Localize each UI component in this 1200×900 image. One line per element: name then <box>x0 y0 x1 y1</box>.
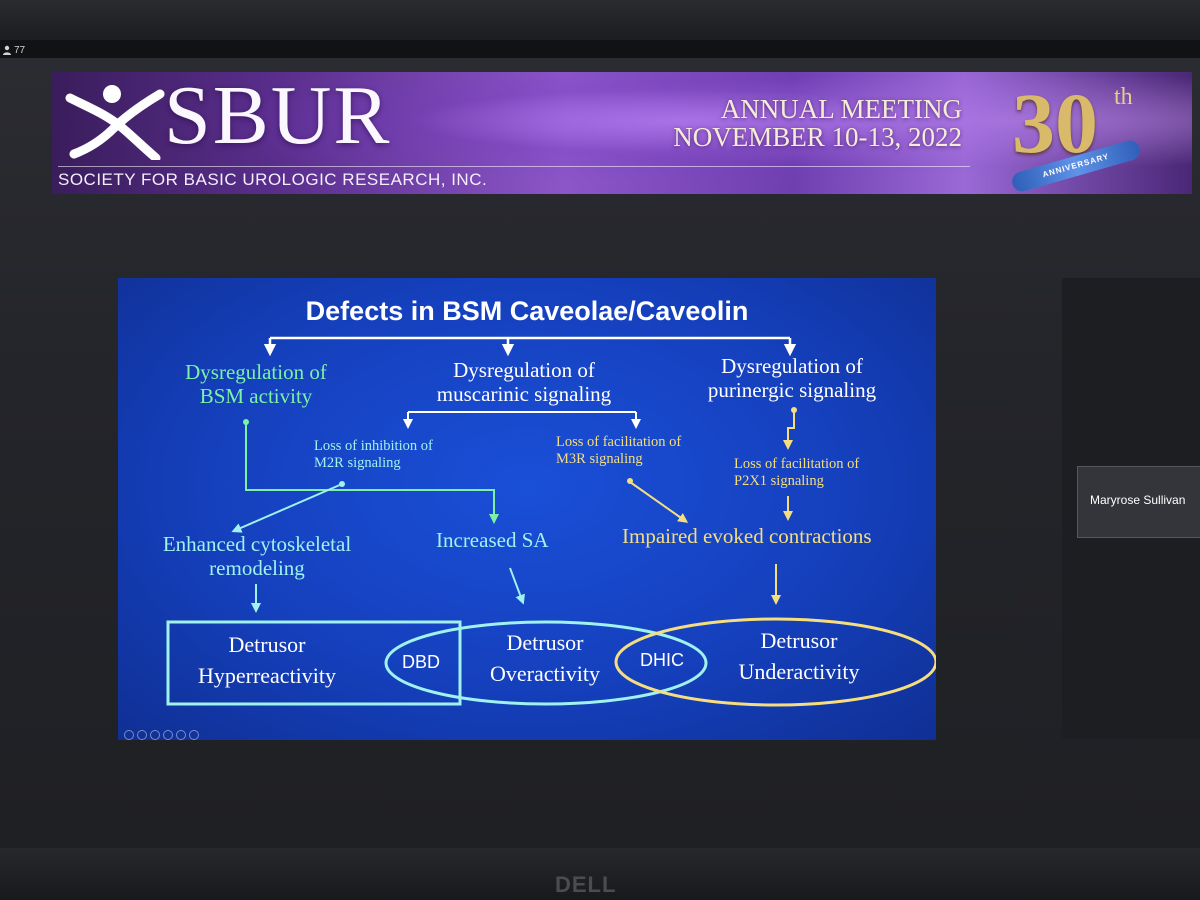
participant-count: 77 <box>14 44 26 56</box>
m2r-line1: Loss of inhibition of <box>314 438 433 454</box>
branch-puri-line2: purinergic signaling <box>707 378 877 403</box>
branch-purinergic: Dysregulation of purinergic signaling <box>686 354 898 402</box>
detrusor-hyperreactivity: Detrusor Hyperreactivity <box>182 630 352 692</box>
p2x1-line1: Loss of facilitation of <box>734 456 860 472</box>
branch-bsm-line1: Dysregulation of <box>185 360 327 384</box>
p2x1-label: Loss of facilitation of P2X1 signaling <box>734 456 898 489</box>
branch-musc-line1: Dysregulation of <box>453 358 595 382</box>
pen-icon[interactable] <box>150 730 160 740</box>
participants-indicator[interactable]: 77 <box>2 42 42 58</box>
anniversary-number: 30 <box>1012 75 1098 171</box>
over-line2: Overactivity <box>490 660 600 686</box>
next-slide-icon[interactable] <box>137 730 147 740</box>
branch-puri-line1: Dysregulation of <box>721 354 863 378</box>
m2r-line2: M2R signaling <box>314 454 401 471</box>
annual-meeting-label: ANNUAL MEETING <box>720 94 962 124</box>
branch-bsm-activity: Dysregulation of BSM activity <box>166 360 346 408</box>
prev-slide-icon[interactable] <box>124 730 134 740</box>
slide-connectors <box>166 336 936 707</box>
branch-bsm-line2: BSM activity <box>199 384 313 409</box>
presentation-slide: Defects in BSM Caveolae/Caveolin Dysregu… <box>118 278 936 740</box>
branch-musc-line2: muscarinic signaling <box>436 382 612 407</box>
detrusor-overactivity: Detrusor Overactivity <box>468 628 622 690</box>
cyto-line1: Enhanced cytoskeletal <box>162 532 352 556</box>
branch-muscarinic: Dysregulation of muscarinic signaling <box>408 358 640 406</box>
cytoskeletal-remodeling: Enhanced cytoskeletal remodeling <box>148 532 366 580</box>
under-line2: Underactivity <box>738 658 860 684</box>
meeting-dates: NOVEMBER 10-13, 2022 <box>673 122 962 152</box>
hyper-line1: Detrusor <box>228 632 306 657</box>
hyper-line2: Hyperreactivity <box>197 662 337 688</box>
monitor-bottom-bezel <box>0 848 1200 900</box>
dhic-label: DHIC <box>640 650 684 670</box>
person-icon <box>3 45 11 55</box>
under-line1: Detrusor <box>760 628 838 653</box>
increased-sa: Increased SA <box>436 528 549 552</box>
anniversary-suffix: th <box>1114 84 1133 110</box>
monitor-top-bezel <box>0 0 1200 40</box>
banner-divider <box>58 166 970 167</box>
participant-name: Maryrose Sullivan <box>1090 493 1186 507</box>
p2x1-line2: P2X1 signaling <box>734 472 824 489</box>
over-line1: Detrusor <box>506 630 584 655</box>
detrusor-underactivity: Detrusor Underactivity <box>714 626 884 688</box>
monitor-brand-logo: DELL <box>555 872 617 897</box>
zoom-icon[interactable] <box>176 730 186 740</box>
sbur-banner: SBUR SOCIETY FOR BASIC UROLOGIC RESEARCH… <box>52 72 1192 194</box>
m3r-line1: Loss of facilitation of <box>556 434 682 450</box>
m2r-label: Loss of inhibition of M2R signaling <box>314 438 474 471</box>
sbur-figure-logo <box>65 85 165 160</box>
m3r-label: Loss of facilitation of M3R signaling <box>556 434 716 467</box>
m3r-line2: M3R signaling <box>556 450 643 467</box>
impaired-evoked-contractions: Impaired evoked contractions <box>622 524 872 548</box>
slides-grid-icon[interactable] <box>163 730 173 740</box>
more-options-icon[interactable] <box>189 730 199 740</box>
slide-title: Defects in BSM Caveolae/Caveolin <box>305 296 749 326</box>
cyto-line2: remodeling <box>209 556 305 581</box>
slide-controls <box>124 730 199 740</box>
org-full-name: SOCIETY FOR BASIC UROLOGIC RESEARCH, INC… <box>58 170 488 189</box>
anniversary-badge: 30 th ANNIVERSARY <box>994 75 1144 194</box>
participant-video-tile[interactable] <box>1077 466 1200 538</box>
dbd-label: DBD <box>402 652 441 672</box>
sbur-wordmark: SBUR <box>164 72 392 162</box>
